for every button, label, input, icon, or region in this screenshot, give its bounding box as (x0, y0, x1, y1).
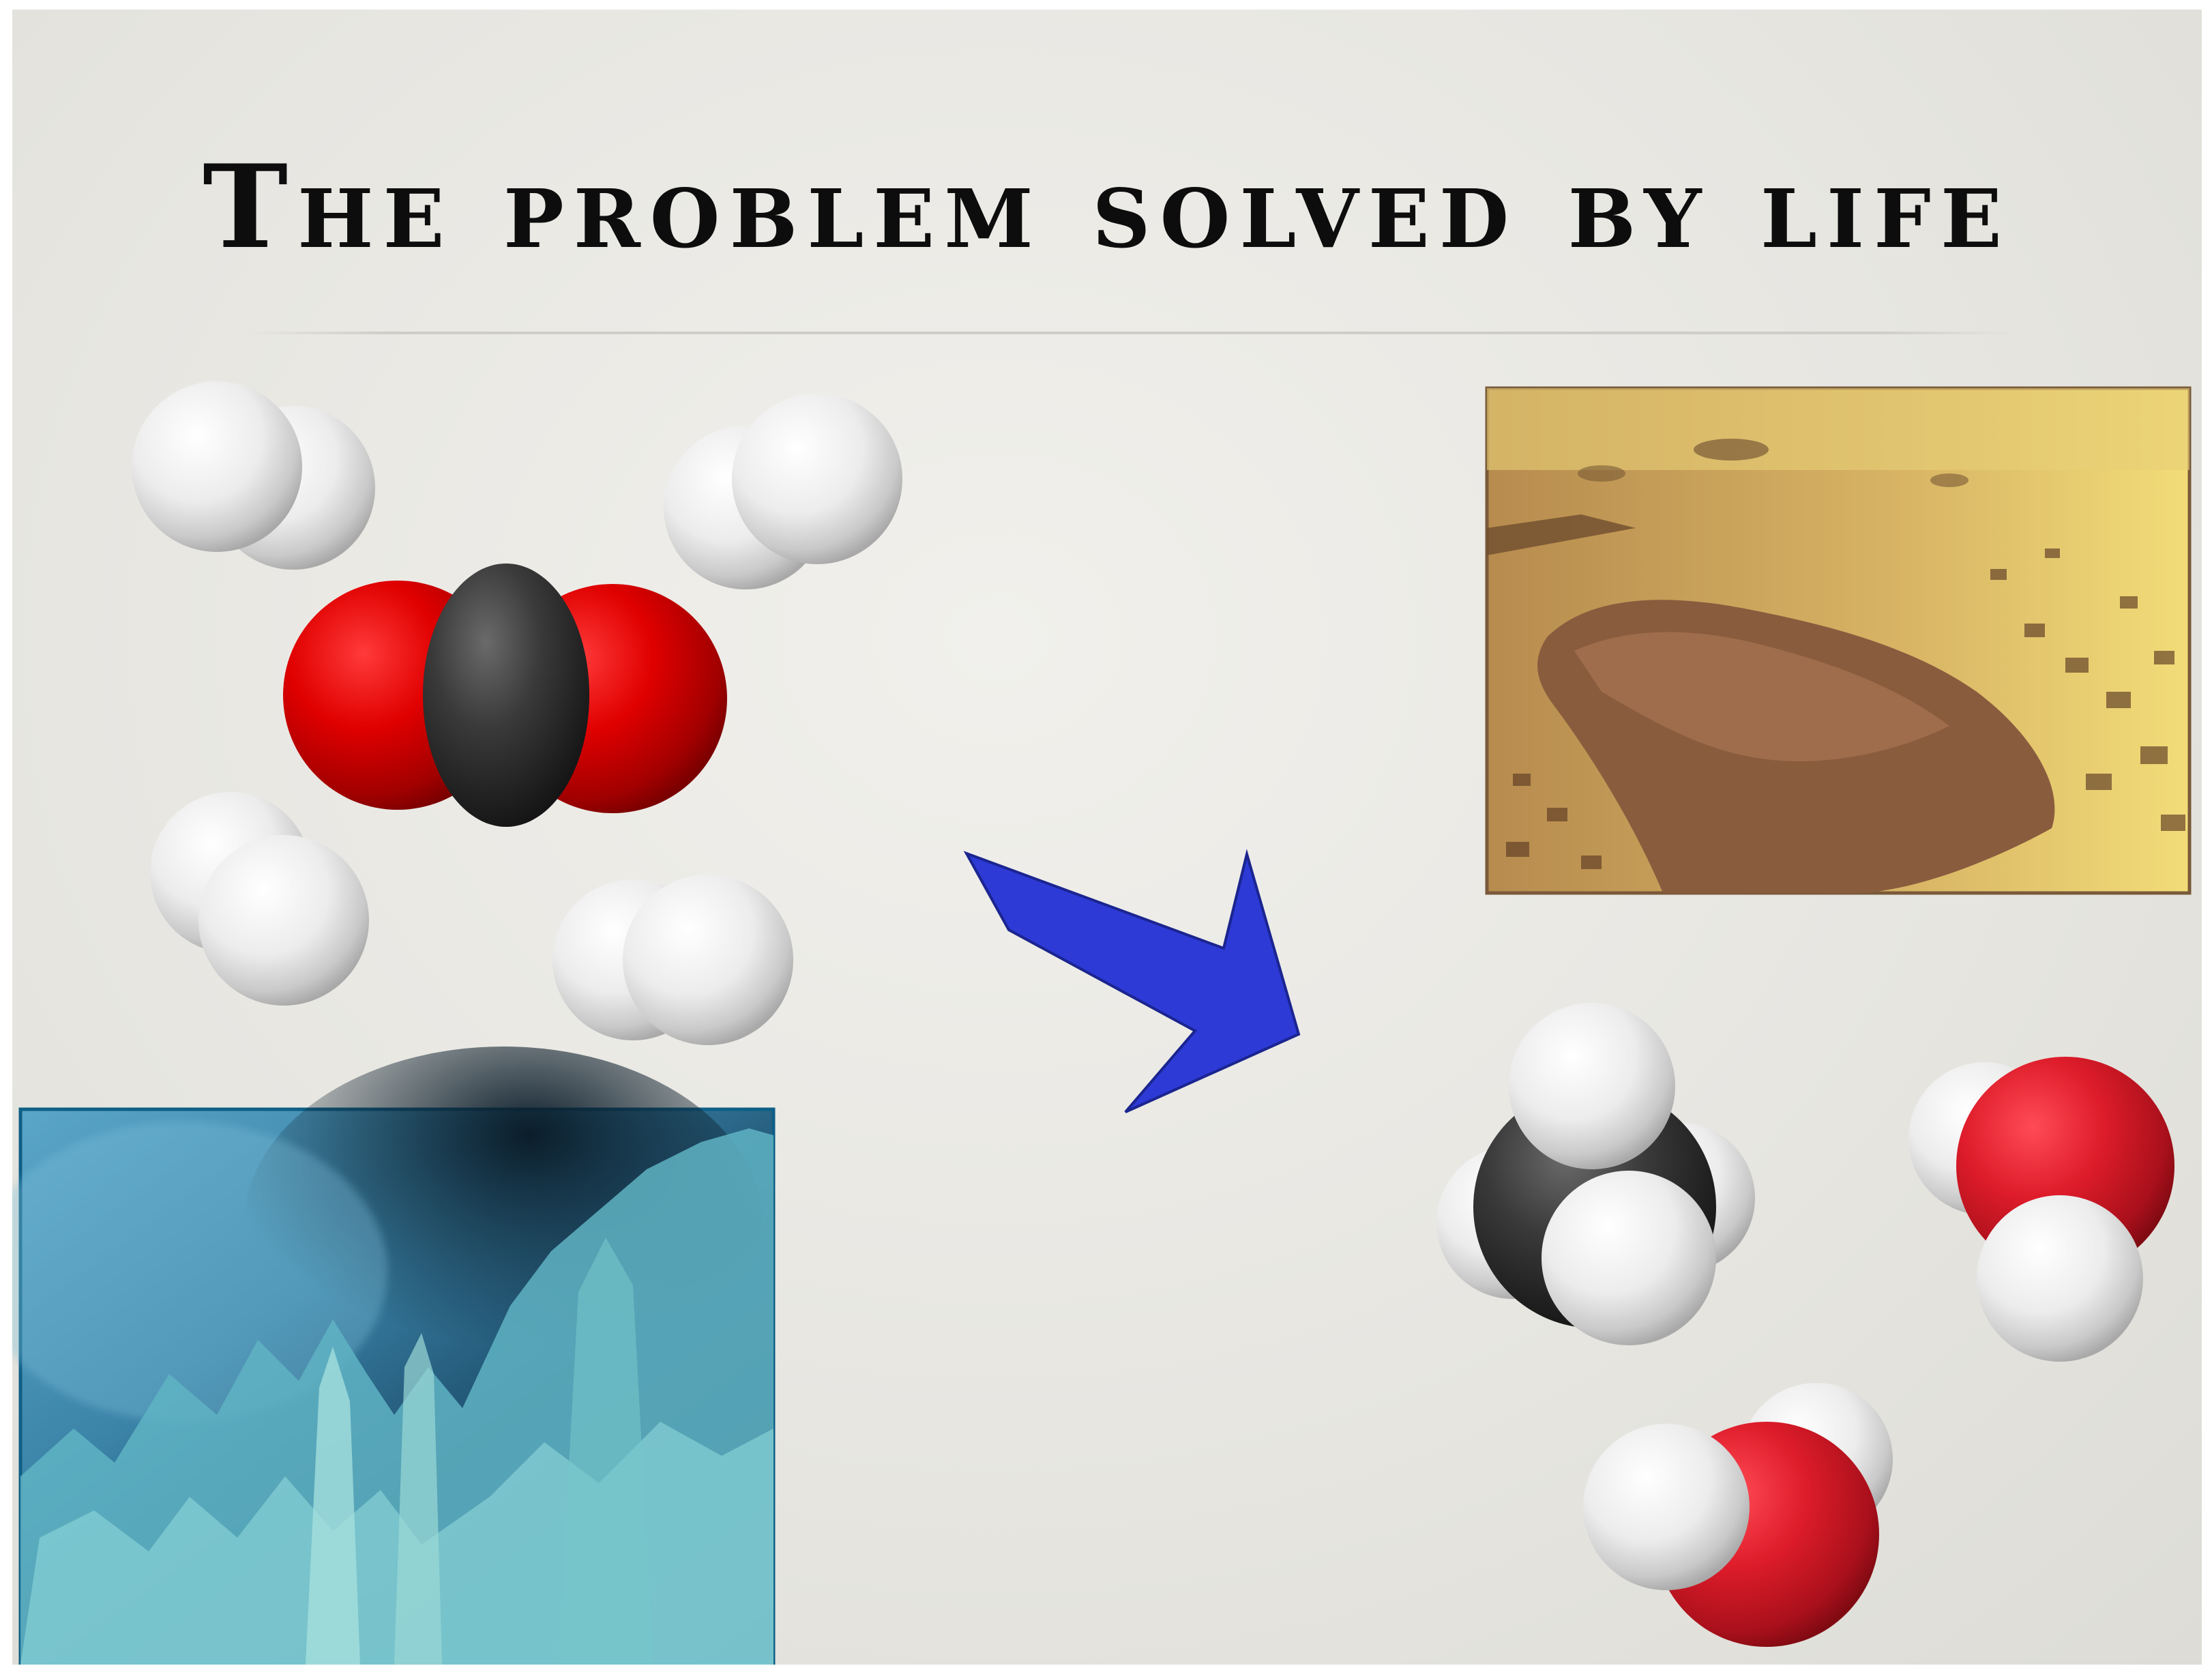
carbon-dioxide-molecule (283, 564, 727, 827)
hydrothermal-vent-photo (12, 1047, 776, 1665)
hydrogen-molecule-top-left (132, 381, 375, 570)
hydrogen-molecule-bottom-right (552, 875, 793, 1045)
methane-molecule (1436, 1003, 1755, 1345)
slide-artwork (12, 381, 2192, 1665)
hydrogen-molecule-bottom-left (150, 792, 369, 1006)
slide: The problem solved by life (12, 10, 2202, 1665)
slide-title: The problem solved by life (203, 139, 2011, 274)
early-earth-landscape-photo (1485, 386, 2192, 895)
hydrogen-molecule-top-right (664, 394, 902, 589)
water-molecule-right (1908, 1057, 2174, 1362)
water-molecule-bottom (1583, 1383, 1893, 1647)
reaction-arrow-icon (963, 849, 1301, 1113)
title-divider (246, 332, 2018, 334)
